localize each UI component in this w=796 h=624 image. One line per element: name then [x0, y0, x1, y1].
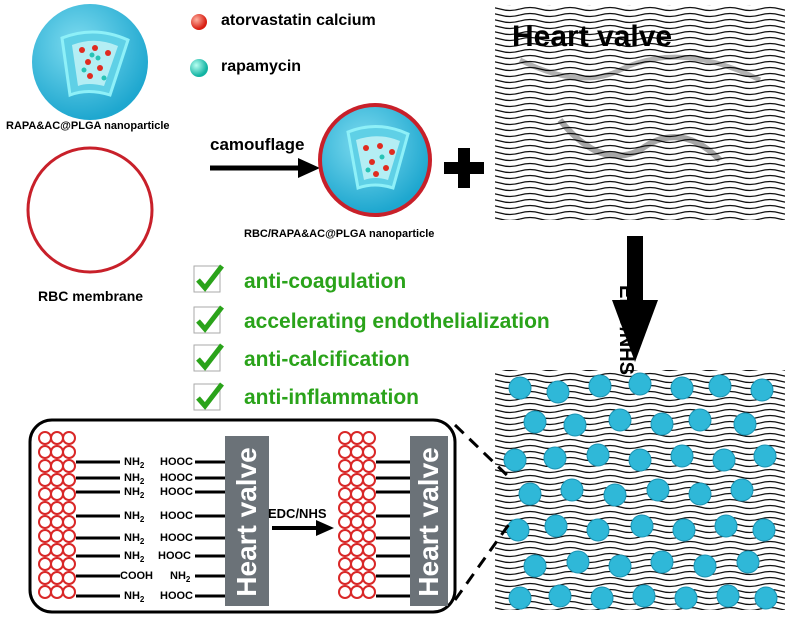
left-group-6: COOH — [120, 570, 153, 582]
inset-arrow — [272, 520, 334, 536]
nanoparticle-1 — [32, 4, 148, 120]
right-group-1: HOOC — [160, 472, 193, 484]
benefit-anti-coagulation: anti-coagulation — [244, 270, 407, 293]
check-icons — [193, 264, 224, 411]
left-group-0: NH2 — [124, 456, 145, 471]
zoom-line-bottom — [453, 519, 514, 601]
rbc-label: RBC membrane — [38, 288, 144, 304]
left-group-7: NH2 — [124, 590, 145, 605]
zoom-line-top — [453, 423, 514, 482]
right-group-2: HOOC — [160, 486, 193, 498]
left-group-5: NH2 — [124, 550, 145, 565]
np1-label: RAPA&AC@PLGA nanoparticle — [6, 120, 170, 132]
edc-nhs-inset: EDC/NHS — [268, 506, 327, 521]
left-group-2: NH2 — [124, 486, 145, 501]
benefit-endothelialization: accelerating endothelialization — [244, 310, 550, 333]
panel-chains-left — [195, 460, 225, 598]
right-group-5: HOOC — [158, 550, 191, 562]
left-group-1: NH2 — [124, 472, 145, 487]
right-group-4: HOOC — [160, 532, 193, 544]
np2-label: RBC/RAPA&AC@PLGA nanoparticle — [244, 228, 435, 240]
membrane-left — [38, 431, 76, 599]
right-group-3: HOOC — [160, 510, 193, 522]
left-chains — [76, 460, 120, 598]
left-group-4: NH2 — [124, 532, 145, 547]
rbc-membrane-ring — [26, 146, 154, 274]
heart-valve-panel-right — [410, 436, 448, 606]
nanoparticle-2 — [318, 103, 432, 217]
right-group-6: NH2 — [170, 570, 191, 585]
benefit-anti-calcification: anti-calcification — [244, 348, 410, 371]
right-group-0: HOOC — [160, 456, 193, 468]
inset-panel-label-left: Heart valve — [231, 447, 262, 597]
legend-rapamycin: rapamycin — [221, 58, 302, 75]
plus-icon — [444, 148, 484, 188]
coated-heart-valve — [495, 370, 785, 610]
heart-valve-title: Heart valve — [512, 20, 673, 53]
benefit-anti-inflammation: anti-inflammation — [244, 386, 420, 409]
heart-valve-panel-left — [225, 436, 269, 606]
left-group-3: NH2 — [124, 510, 145, 525]
legend-atorvastatin: atorvastatin calcium — [221, 12, 376, 29]
right-group-7: HOOC — [160, 590, 193, 602]
red-ball-icon — [191, 14, 207, 30]
cyan-ball-icon — [190, 59, 208, 77]
heart-valve-texture — [495, 5, 785, 220]
down-arrow — [612, 236, 658, 362]
camouflage-label: camouflage — [210, 135, 305, 154]
camouflage-arrow — [210, 158, 320, 178]
edc-nhs-vertical: EDC/NHS — [615, 285, 637, 376]
inset-panel-label-right: Heart valve — [413, 447, 444, 597]
